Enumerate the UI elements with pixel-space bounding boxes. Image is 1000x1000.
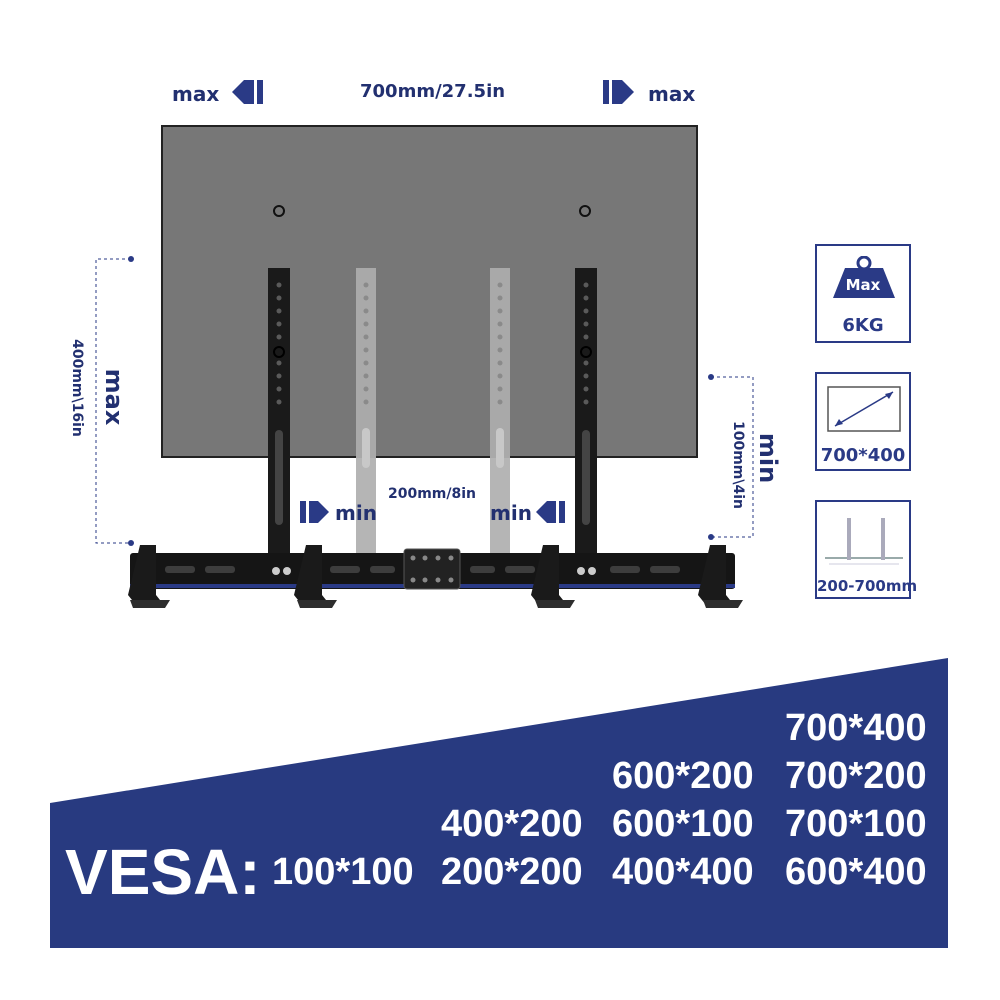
screen-hole-right (579, 205, 591, 217)
right-dimension (711, 376, 754, 538)
vesa-size: 700*400 (785, 707, 927, 749)
vesa-size: 700*100 (785, 803, 927, 845)
vesa-size: 600*100 (612, 803, 754, 845)
vesa-size: 600*200 (612, 755, 754, 797)
tv-mount-diagram (95, 125, 754, 608)
max-size-badge: 700*400 (815, 372, 911, 471)
tv-screen (161, 125, 698, 458)
weight-icon (833, 256, 895, 298)
vesa-size: 400*400 (612, 851, 754, 893)
min-left-label: min (335, 501, 377, 525)
max-weight-badge: Max 6KG (815, 244, 911, 343)
bracket-range-icon (825, 518, 903, 565)
vesa-label: VESA: (65, 836, 261, 908)
bracket-left (268, 268, 290, 556)
arrow-left-min-icon (536, 501, 565, 523)
vesa-size: 700*200 (785, 755, 927, 797)
bracket-right (575, 268, 597, 556)
vesa-size: 400*200 (441, 803, 583, 845)
vesa-size: 200*200 (441, 851, 583, 893)
bracket-range-badge: 200-700mm (815, 500, 917, 599)
feet (128, 545, 743, 608)
arrow-left-icon (232, 80, 263, 104)
top-width-label: 700mm/27.5in (360, 81, 506, 102)
vesa-size: 600*400 (785, 851, 927, 893)
diagonal-size-icon (827, 386, 901, 432)
left-dimension (95, 258, 131, 544)
arrow-right-min-icon (300, 501, 329, 523)
max-left-label: max (172, 82, 220, 106)
center-width-label: 200mm/8in (388, 486, 477, 502)
arrow-right-icon (603, 80, 634, 104)
vesa-size: 100*100 (272, 851, 414, 893)
min-right-label: min (490, 501, 532, 525)
mount-bar (130, 548, 735, 590)
screen-hole-left (273, 205, 285, 217)
max-right-label: max (648, 82, 696, 106)
